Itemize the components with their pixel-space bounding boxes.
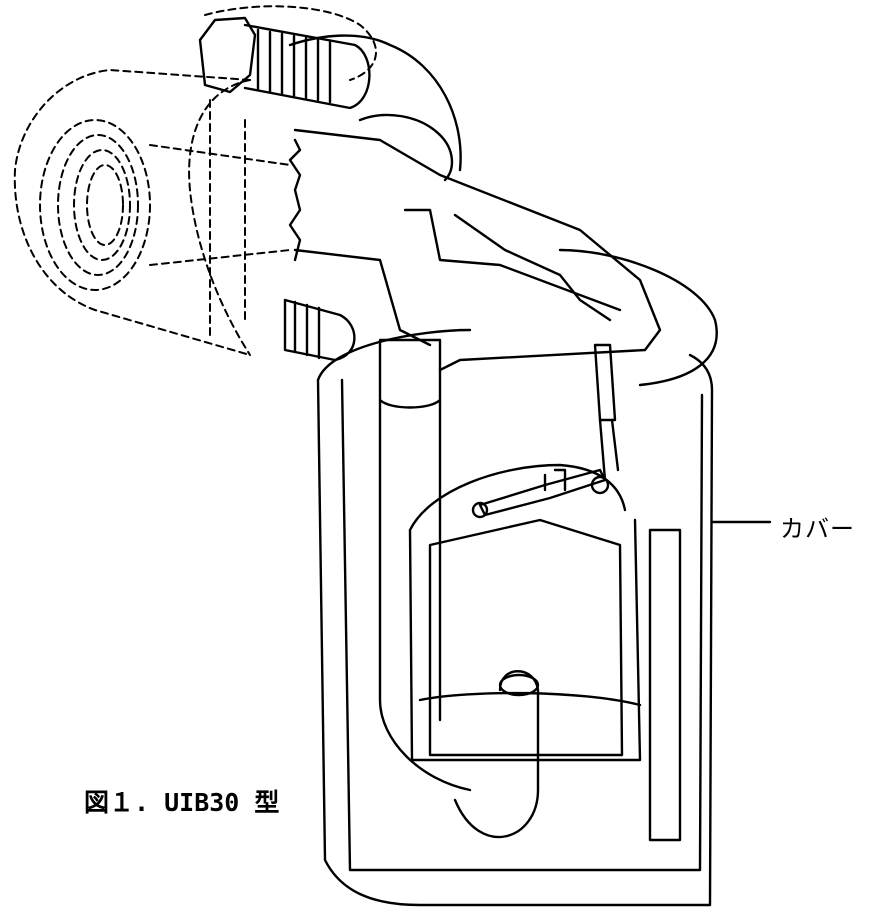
top-bolt [198,16,371,110]
cover-label: カバー [780,515,855,543]
cover-body [288,34,718,387]
phantom-connector [13,5,377,356]
cover-cylinder [316,328,714,907]
valve-lever [471,343,620,519]
figure-caption: 図１. UIB30 型 [84,788,280,817]
bottom-bolt [283,298,356,362]
inner-float [408,463,642,839]
